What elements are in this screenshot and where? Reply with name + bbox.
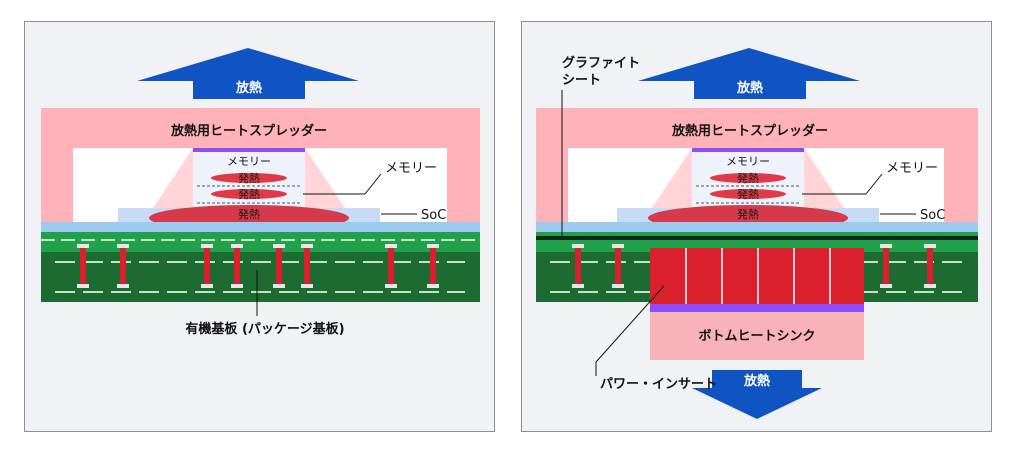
svg-text:パワー・インサート: パワー・インサート	[600, 377, 717, 392]
right-diagram: 放熱 放熱用ヒートスプレッダー メモリー 発熱 発熱 発熱	[536, 48, 978, 419]
right-heat-up-arrow: 放熱	[638, 48, 860, 99]
right-heat-down-arrow: 放熱	[692, 370, 822, 419]
svg-text:メモリー: メモリー	[385, 161, 437, 176]
svg-text:シート: シート	[562, 73, 601, 88]
right-graphite-callout: グラファイト シート	[561, 55, 640, 236]
left-hot-label-3: 発熱	[238, 207, 260, 221]
left-heat-up-arrow: 放熱	[137, 48, 359, 99]
left-hot-label-1: 発熱	[238, 171, 260, 185]
right-power-insert	[650, 248, 864, 312]
right-bottom-heat-sink: ボトムヒートシンク	[650, 312, 864, 360]
left-organic-substrate	[41, 222, 480, 302]
right-power-insert-callout: パワー・インサート	[595, 285, 717, 392]
left-soc-callout: SoC	[381, 208, 446, 223]
left-diagram: 放熱 放熱用ヒートスプレッダー メモリー 発熱 発熱 発熱	[41, 48, 480, 337]
left-memory-callout: メモリー	[303, 161, 437, 195]
svg-text:メモリー: メモリー	[886, 161, 938, 176]
left-memory-stack: メモリー 発熱 発熱	[193, 148, 305, 208]
right-bottom-sink-label: ボトムヒートシンク	[698, 328, 815, 344]
right-soc-callout: SoC	[880, 208, 945, 223]
right-bottom-arrow-label: 放熱	[743, 373, 770, 389]
left-substrate-callout: 有機基板 (パッケージ基板)	[185, 270, 345, 337]
left-hot-label-2: 発熱	[238, 187, 260, 201]
right-memory-label: メモリー	[726, 155, 770, 168]
svg-text:グラファイト: グラファイト	[562, 55, 640, 71]
left-heat-arrow-label: 放熱	[235, 80, 262, 96]
right-hot-label-2: 発熱	[737, 187, 759, 201]
svg-text:SoC: SoC	[421, 208, 446, 223]
left-memory-label: メモリー	[227, 155, 271, 168]
left-spreader-label: 放熱用ヒートスプレッダー	[170, 123, 327, 139]
right-panel: 放熱 放熱用ヒートスプレッダー メモリー 発熱 発熱 発熱	[521, 21, 992, 432]
svg-text:有機基板 (パッケージ基板): 有機基板 (パッケージ基板)	[185, 321, 344, 337]
left-panel: 放熱 放熱用ヒートスプレッダー メモリー 発熱 発熱 発熱	[24, 21, 495, 432]
right-heat-arrow-label: 放熱	[736, 80, 763, 96]
right-hot-label-1: 発熱	[737, 171, 759, 185]
right-spreader-label: 放熱用ヒートスプレッダー	[671, 123, 828, 139]
right-hot-label-3: 発熱	[737, 207, 759, 221]
right-memory-callout: メモリー	[802, 161, 938, 195]
right-graphite-sheet	[536, 236, 978, 240]
svg-text:SoC: SoC	[920, 208, 945, 223]
right-memory-stack: メモリー 発熱 発熱	[692, 148, 804, 208]
left-memory-top-bar	[193, 148, 305, 152]
